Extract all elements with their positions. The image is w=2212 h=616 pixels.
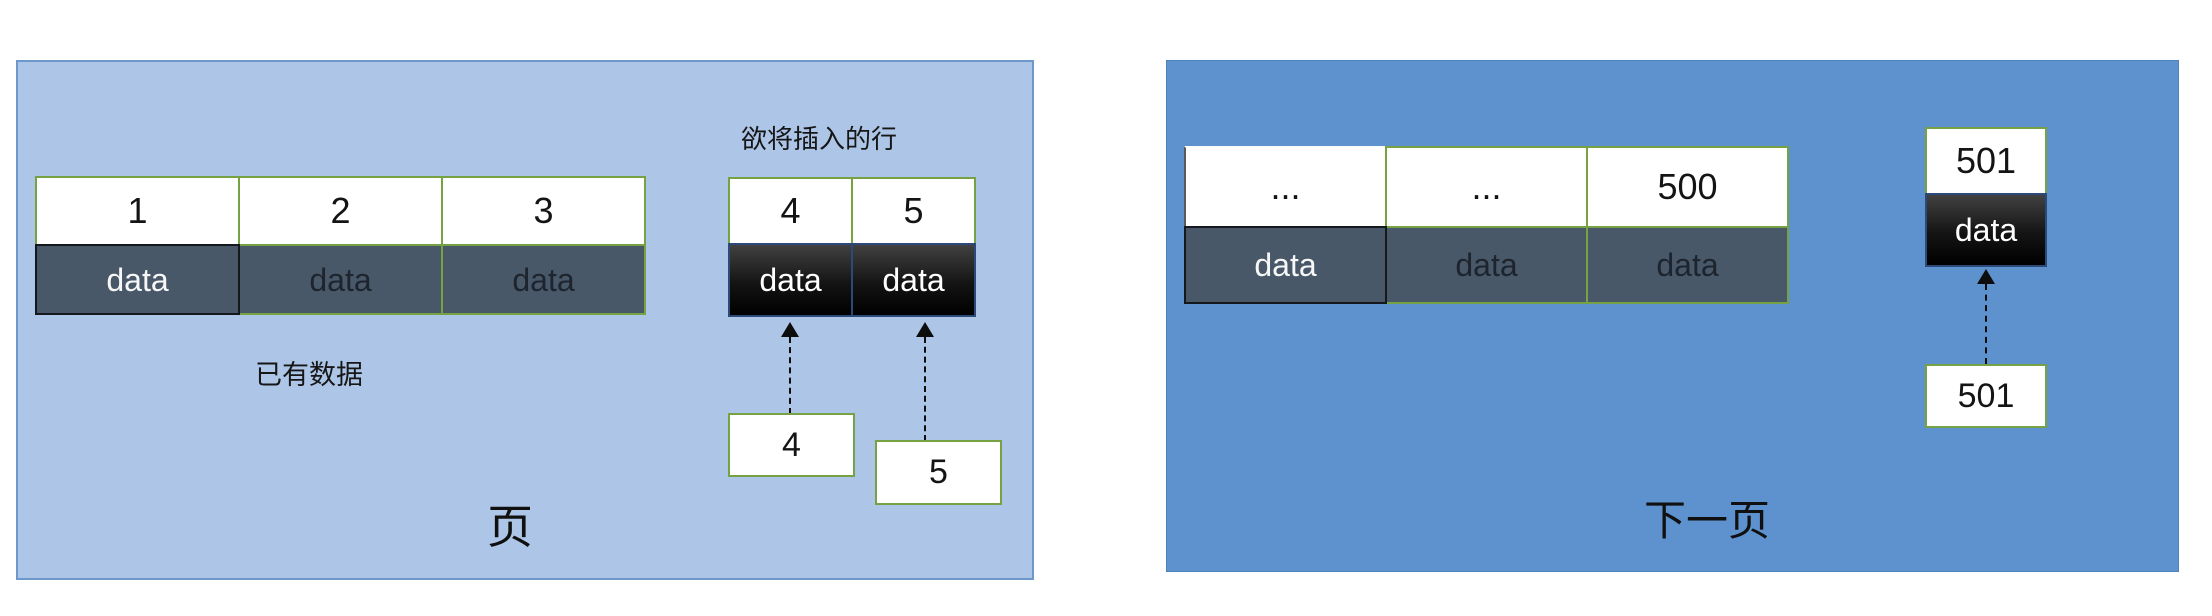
- data-cell: data: [728, 243, 853, 317]
- pending-row-box: 4: [728, 413, 855, 477]
- arrow-stem: [789, 337, 791, 414]
- header-cell: ...: [1385, 146, 1588, 228]
- arrow-stem: [1985, 284, 1987, 364]
- data-cell: data: [1925, 193, 2047, 267]
- header-cell: 501: [1925, 127, 2047, 195]
- next-page-records-table: ... ... 500 data data data: [1184, 146, 1789, 304]
- arrow-head-icon: [781, 322, 799, 337]
- table-data-row: data data: [728, 243, 976, 317]
- dashed-arrow-up: [916, 322, 934, 441]
- table-data-row: data: [1925, 193, 2047, 267]
- table-data-row: data data data: [1184, 226, 1789, 304]
- table-header-row: 4 5: [728, 177, 976, 245]
- page-label: 下一页: [1643, 497, 1770, 544]
- arrow-stem: [924, 337, 926, 441]
- header-cell: 3: [441, 176, 646, 246]
- header-cell: 2: [238, 176, 443, 246]
- header-cell: 5: [851, 177, 976, 245]
- header-cell: ...: [1184, 146, 1387, 228]
- table-data-row: data data data: [35, 244, 646, 315]
- arrow-head-icon: [1977, 269, 1995, 284]
- table-header-row: 501: [1925, 127, 2047, 195]
- data-cell: data: [851, 243, 976, 317]
- data-cell: data: [1385, 226, 1588, 304]
- insert-rows-note: 欲将插入的行: [741, 124, 898, 154]
- header-cell: 1: [35, 176, 240, 246]
- pending-row-box: 501: [1925, 364, 2047, 428]
- data-cell: data: [1586, 226, 1789, 304]
- insert-rows-table: 4 5 data data: [728, 177, 976, 317]
- data-cell: data: [441, 244, 646, 315]
- insert-record-column: 501 data: [1925, 127, 2047, 267]
- table-header-row: 1 2 3: [35, 176, 646, 246]
- dashed-arrow-up: [1977, 269, 1995, 364]
- existing-data-note: 已有数据: [255, 360, 363, 390]
- data-cell: data: [238, 244, 443, 315]
- page-label: 页: [487, 501, 533, 553]
- table-header-row: ... ... 500: [1184, 146, 1789, 228]
- data-cell: data: [35, 244, 240, 315]
- data-cell: data: [1184, 226, 1387, 304]
- next-page-panel: ... ... 500 data data data 501 data: [1166, 60, 2179, 572]
- pending-row-box: 5: [875, 440, 1002, 505]
- arrow-head-icon: [916, 322, 934, 337]
- existing-records-table: 1 2 3 data data data: [35, 176, 646, 315]
- current-page-panel: 欲将插入的行 1 2 3 data data data 4 5 data dat…: [16, 60, 1034, 580]
- header-cell: 500: [1586, 146, 1789, 228]
- header-cell: 4: [728, 177, 853, 245]
- dashed-arrow-up: [781, 322, 799, 414]
